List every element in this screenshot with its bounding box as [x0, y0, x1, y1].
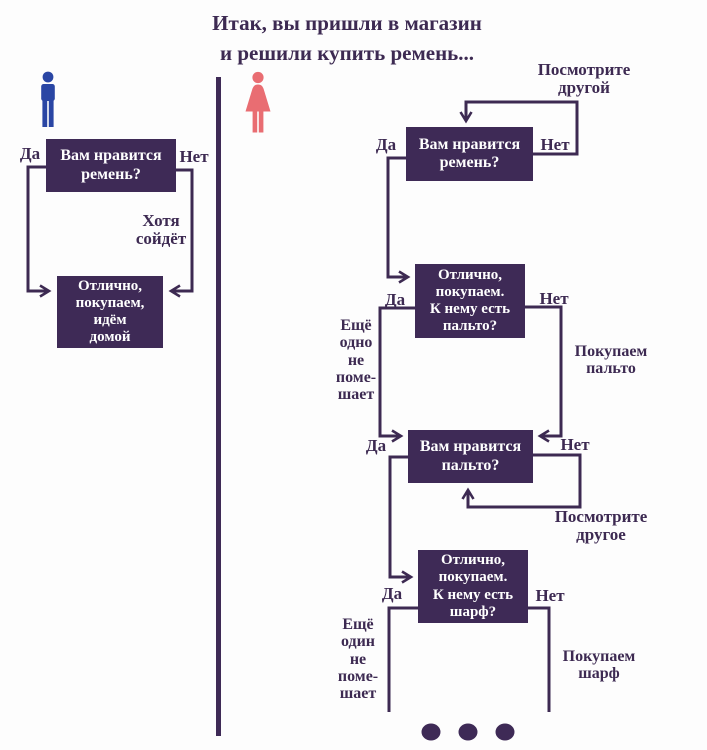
look-another-coat-label: Посмотрите другое — [554, 507, 648, 544]
coatq-yes-label: Да — [384, 290, 406, 309]
coat-no-label: Нет — [560, 435, 590, 454]
one-more-coat-label: Ещё одно не поме- шает — [335, 317, 377, 404]
left-question-belt-box: Вам нравится ремень? — [46, 139, 176, 192]
page-title: Итак, вы пришли в магазин и решили купит… — [212, 11, 482, 66]
divider-line — [216, 77, 221, 736]
scarfq-no-label: Нет — [535, 586, 565, 605]
question-scarf-box: Отлично, покупаем. К нему есть шарф? — [418, 550, 528, 623]
left-buy-box: Отлично, покупаем, идём домой — [57, 276, 163, 348]
left-yes-label: Да — [19, 144, 41, 163]
one-more-scarf-label: Ещё один не поме- шает — [337, 616, 379, 703]
belt-yes-label: Да — [375, 135, 397, 154]
belt-no-label: Нет — [540, 135, 570, 154]
ellipsis-dots — [421, 723, 515, 741]
female-icon — [245, 71, 271, 133]
buy-coat-label: Покупаем пальто — [574, 343, 648, 378]
male-icon — [41, 71, 55, 127]
connector-belt-yes — [386, 156, 411, 284]
question-like-coat-box: Вам нравится пальто? — [408, 430, 533, 483]
connector-scarf-no — [528, 606, 551, 712]
connector-scarf-yes — [387, 606, 418, 712]
question-coat-box: Отлично, покупаем. К нему есть пальто? — [415, 264, 525, 338]
coat-yes-label: Да — [365, 436, 387, 455]
question-belt-box: Вам нравится ремень? — [406, 127, 533, 181]
left-no-label: Нет — [179, 147, 209, 166]
coatq-no-label: Нет — [539, 289, 569, 308]
scarfq-yes-label: Да — [381, 584, 403, 603]
look-another-belt-label: Посмотрите другой — [537, 60, 631, 97]
buy-scarf-label: Покупаем шарф — [562, 648, 636, 683]
left-although-label: Хотя сойдёт — [135, 211, 187, 248]
connector-coatq-no — [525, 305, 563, 443]
connector-coatq-yes — [378, 306, 415, 443]
